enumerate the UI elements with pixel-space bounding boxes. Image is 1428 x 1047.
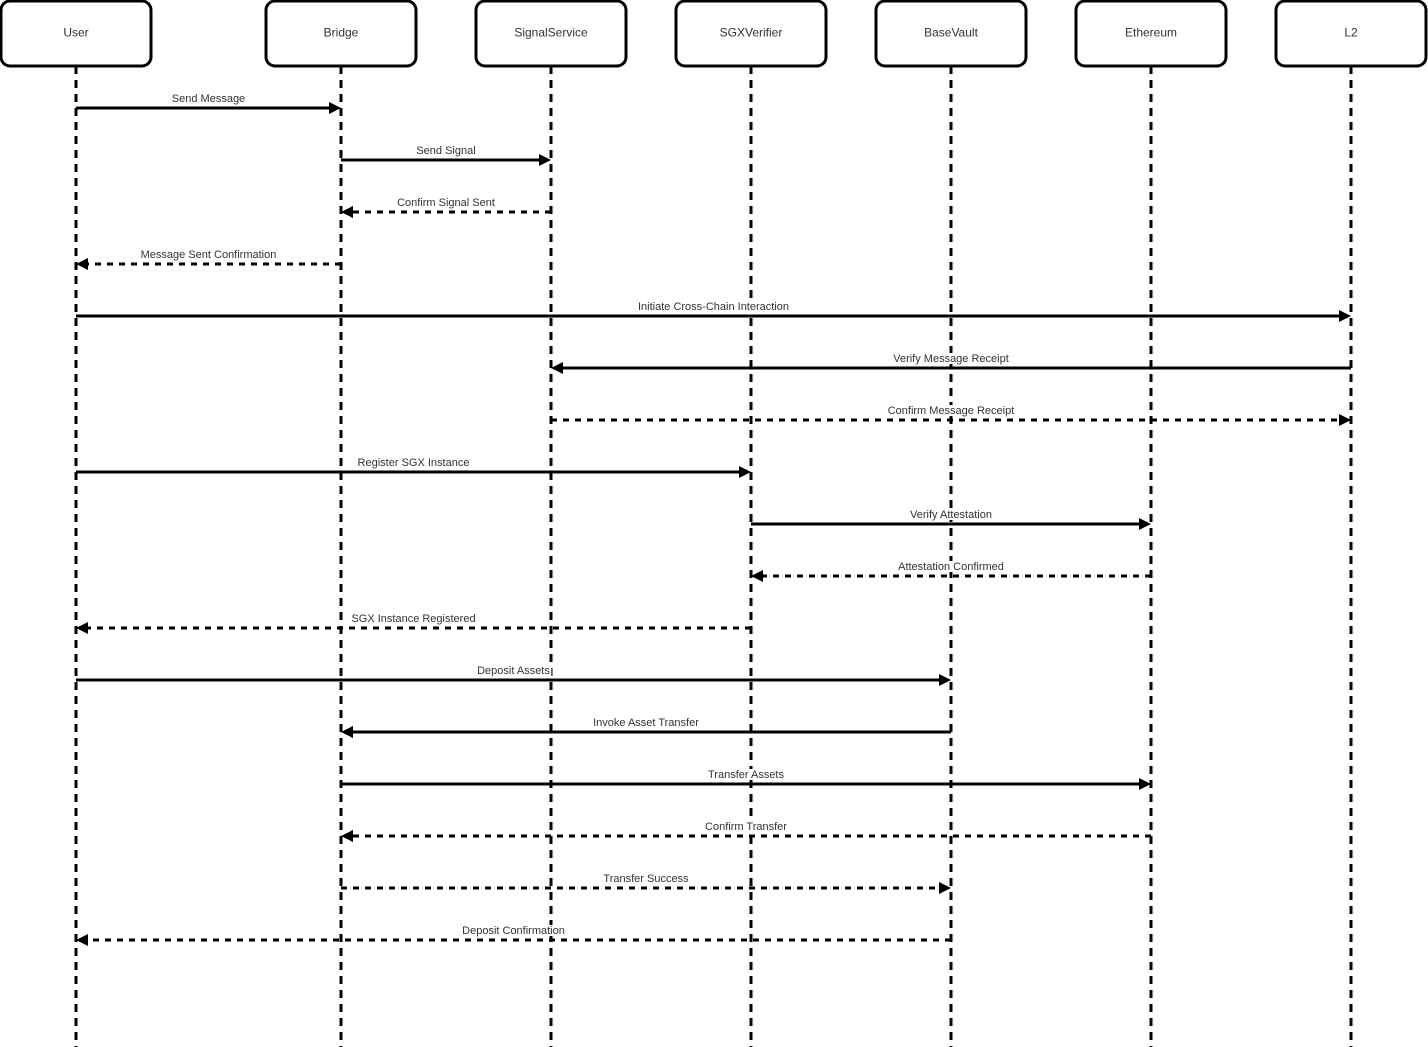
message-label-background bbox=[892, 353, 1010, 364]
message-label: Deposit Assets bbox=[477, 665, 550, 677]
message-label-background bbox=[350, 613, 477, 624]
lifelines bbox=[74, 66, 1353, 1047]
message-label-background bbox=[704, 821, 789, 832]
message-label: Confirm Transfer bbox=[705, 821, 787, 833]
participant-signalservice[interactable]: SignalService bbox=[474, 0, 628, 68]
participant-label: BaseVault bbox=[924, 26, 978, 40]
arrowhead-icon bbox=[551, 362, 563, 374]
message-label-background bbox=[476, 665, 552, 676]
participant-bridge[interactable]: Bridge bbox=[264, 0, 418, 68]
participant-ethereum[interactable]: Ethereum bbox=[1074, 0, 1228, 68]
message-8[interactable]: Register SGX Instance bbox=[76, 457, 751, 478]
message-label-background bbox=[356, 457, 471, 468]
participant-label: SignalService bbox=[514, 26, 588, 40]
participant-user[interactable]: User bbox=[0, 0, 153, 68]
message-label-background bbox=[139, 249, 278, 260]
message-label: Deposit Confirmation bbox=[462, 925, 565, 937]
arrowhead-icon bbox=[329, 102, 341, 114]
message-13[interactable]: Invoke Asset Transfer bbox=[341, 717, 951, 738]
message-label-background bbox=[396, 197, 496, 208]
message-10[interactable]: Attestation Confirmed bbox=[751, 561, 1151, 582]
message-label: Invoke Asset Transfer bbox=[593, 717, 699, 729]
message-3[interactable]: Confirm Signal Sent bbox=[341, 197, 551, 218]
message-label-background bbox=[170, 93, 247, 104]
message-label: SGX Instance Registered bbox=[351, 613, 475, 625]
message-label-background bbox=[461, 925, 566, 936]
message-label-background bbox=[909, 509, 993, 520]
message-label: Confirm Message Receipt bbox=[888, 405, 1015, 417]
participant-box[interactable] bbox=[1074, 0, 1228, 68]
arrowhead-icon bbox=[939, 674, 951, 686]
participant-box[interactable] bbox=[874, 0, 1028, 68]
arrowhead-icon bbox=[539, 154, 551, 166]
message-label-background bbox=[415, 145, 477, 156]
message-16[interactable]: Transfer Success bbox=[341, 873, 951, 894]
message-2[interactable]: Send Signal bbox=[341, 145, 551, 166]
message-17[interactable]: Deposit Confirmation bbox=[76, 925, 951, 946]
message-9[interactable]: Verify Attestation bbox=[751, 509, 1151, 530]
participant-l2[interactable]: L2 bbox=[1274, 0, 1428, 68]
message-label-background bbox=[592, 717, 701, 728]
participants: User Bridge SignalService SGXVerifier BaseVa… bbox=[0, 0, 1428, 68]
message-label-background bbox=[706, 769, 786, 780]
arrowhead-icon bbox=[1339, 414, 1351, 426]
message-label: Message Sent Confirmation bbox=[141, 249, 277, 261]
message-label-background bbox=[897, 561, 1005, 572]
participant-box[interactable] bbox=[674, 0, 828, 68]
message-label: Confirm Signal Sent bbox=[397, 197, 495, 209]
participant-box[interactable] bbox=[474, 0, 628, 68]
arrowhead-icon bbox=[939, 882, 951, 894]
message-label: Attestation Confirmed bbox=[898, 561, 1004, 573]
message-1[interactable]: Send Message bbox=[76, 93, 341, 114]
arrowhead-icon bbox=[341, 830, 353, 842]
participant-label: SGXVerifier bbox=[720, 26, 783, 40]
message-12[interactable]: Deposit Assets bbox=[76, 665, 951, 686]
arrowhead-icon bbox=[739, 466, 751, 478]
arrowhead-icon bbox=[341, 726, 353, 738]
message-label: Verify Attestation bbox=[910, 509, 992, 521]
arrowhead-icon bbox=[76, 258, 88, 270]
message-label: Send Signal bbox=[416, 145, 475, 157]
participant-box[interactable] bbox=[0, 0, 153, 68]
arrowhead-icon bbox=[1139, 778, 1151, 790]
participant-sgxverifier[interactable]: SGXVerifier bbox=[674, 0, 828, 68]
message-4[interactable]: Message Sent Confirmation bbox=[76, 249, 341, 270]
arrowhead-icon bbox=[1139, 518, 1151, 530]
message-label-background bbox=[602, 873, 691, 884]
message-11[interactable]: SGX Instance Registered bbox=[76, 613, 751, 634]
message-6[interactable]: Verify Message Receipt bbox=[551, 353, 1351, 374]
message-14[interactable]: Transfer Assets bbox=[341, 769, 1151, 790]
message-label-background bbox=[886, 405, 1016, 416]
arrowhead-icon bbox=[1339, 310, 1351, 322]
message-5[interactable]: Initiate Cross-Chain Interaction bbox=[76, 301, 1351, 322]
arrowhead-icon bbox=[341, 206, 353, 218]
arrowhead-icon bbox=[76, 622, 88, 634]
message-label: Initiate Cross-Chain Interaction bbox=[638, 301, 789, 313]
participant-label: Ethereum bbox=[1125, 26, 1177, 40]
message-label: Transfer Success bbox=[603, 873, 689, 885]
message-label-background bbox=[636, 301, 791, 312]
message-label: Verify Message Receipt bbox=[893, 353, 1009, 365]
message-label: Transfer Assets bbox=[708, 769, 785, 781]
participant-box[interactable] bbox=[264, 0, 418, 68]
participant-basevault[interactable]: BaseVault bbox=[874, 0, 1028, 68]
message-label: Register SGX Instance bbox=[358, 457, 470, 469]
participant-label: L2 bbox=[1344, 26, 1358, 40]
arrowhead-icon bbox=[751, 570, 763, 582]
participant-label: User bbox=[63, 26, 88, 40]
message-15[interactable]: Confirm Transfer bbox=[341, 821, 1151, 842]
message-7[interactable]: Confirm Message Receipt bbox=[551, 405, 1351, 426]
participant-box[interactable] bbox=[1274, 0, 1428, 68]
participant-label: Bridge bbox=[324, 26, 359, 40]
arrowhead-icon bbox=[76, 934, 88, 946]
message-label: Send Message bbox=[172, 93, 245, 105]
